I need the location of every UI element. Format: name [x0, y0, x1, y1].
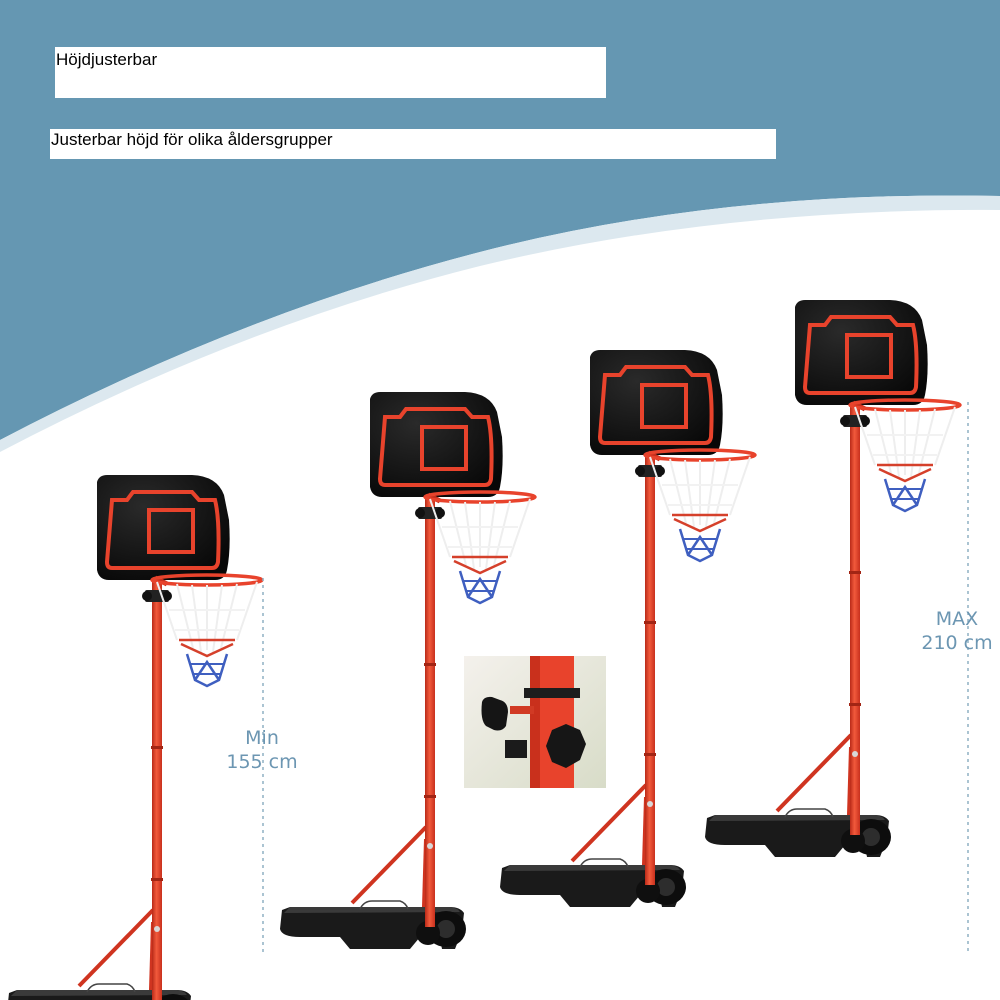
min-height-label: Min 155 cm	[222, 726, 302, 774]
min-height-word: Min	[245, 727, 279, 749]
max-height-label: MAX 210 cm	[915, 607, 999, 655]
page-title: Höjdjusterbar	[55, 47, 606, 98]
header-band	[0, 0, 1000, 440]
adjustment-knob-inset	[464, 656, 606, 788]
hoop-max-height	[705, 300, 960, 857]
max-height-value: 210 cm	[921, 632, 993, 654]
page-subtitle: Justerbar höjd för olika åldersgrupper	[50, 129, 776, 159]
min-height-value: 155 cm	[226, 751, 298, 773]
max-height-word: MAX	[935, 608, 979, 630]
